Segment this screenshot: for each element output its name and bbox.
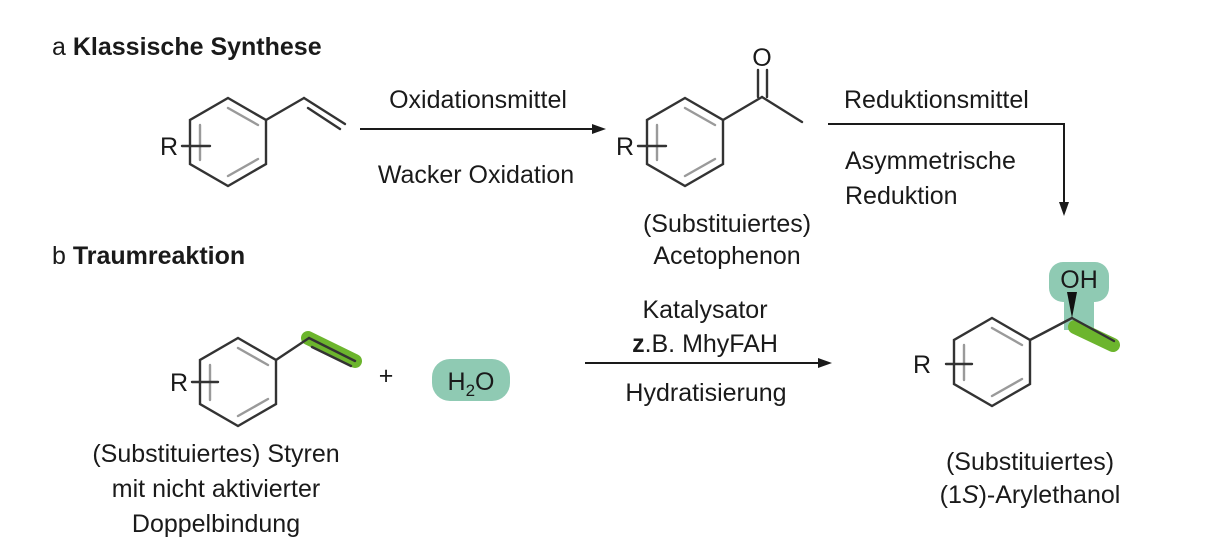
section-b-header: b Traumreaktion	[52, 242, 245, 270]
product-caption-2: (1S)-Arylethanol	[940, 481, 1121, 509]
product-c1-bond	[1028, 316, 1074, 342]
styrene-b-caption-1: (Substituiertes) Styren	[92, 440, 339, 468]
wedge-bond	[1067, 292, 1077, 318]
section-a-header: a Klassische Synthese	[52, 33, 322, 61]
acetophenone-o-label: O	[752, 44, 771, 72]
methyl-highlight	[1068, 320, 1120, 352]
acetophenone-caption-2: Acetophenon	[653, 242, 800, 270]
arrow-b-head	[818, 358, 832, 368]
styrene-b-double-bond	[310, 345, 353, 368]
styrene-a-double-bond	[306, 106, 342, 131]
reagent-reduktionsmittel: Reduktionsmittel	[844, 86, 1029, 114]
acetophenone-r-label: R	[616, 133, 634, 161]
styrene-b-caption-3: Doppelbindung	[132, 510, 300, 538]
styrene-a-vinyl-bond	[264, 96, 306, 122]
product-structure: OH R	[913, 262, 1120, 408]
product-r-label: R	[913, 351, 931, 379]
styrene-a-structure: R	[160, 96, 347, 188]
plus-sign: +	[379, 362, 394, 390]
water-highlight	[432, 359, 510, 401]
reaction-reduktion: Reduktion	[845, 182, 958, 210]
arrow-b	[585, 358, 832, 368]
product-caption-1: (Substituiertes)	[946, 448, 1114, 476]
arrow-a2	[828, 123, 1069, 216]
acetophenone-ring	[645, 96, 725, 188]
product-ring-inner	[962, 326, 1024, 398]
styrene-b-caption-2: mit nicht aktivierter	[112, 475, 320, 503]
reaction-asymmetrische: Asymmetrische	[845, 147, 1016, 175]
styrene-b-vinyl-bond	[307, 336, 357, 363]
styrene-b-r-label: R	[170, 369, 188, 397]
styrene-a-vinyl-bond	[302, 96, 347, 126]
reaction-wacker-oxidation: Wacker Oxidation	[378, 161, 574, 189]
enzyme-label: z.B. MhyFAH	[632, 330, 778, 358]
reagent-oxidationsmittel: Oxidationsmittel	[389, 86, 567, 114]
acetophenone-carbonyl-bond	[721, 95, 764, 122]
product-oh-label: OH	[1060, 266, 1098, 294]
acetophenone-methyl-bond	[760, 95, 804, 124]
arrow-a1-head	[592, 124, 606, 134]
arrow-a2-head	[1059, 202, 1069, 216]
reaction-hydratisierung: Hydratisierung	[625, 379, 786, 407]
styrene-a-ring	[188, 96, 268, 188]
styrene-a-r-label: R	[160, 133, 178, 161]
water-formula: H2O	[448, 368, 495, 400]
catalyst-label: Katalysator	[642, 296, 767, 324]
product-methyl-bond	[1070, 316, 1116, 343]
styrene-a-ring-inner	[198, 106, 260, 178]
acetophenone-caption-1: (Substituiertes)	[643, 210, 811, 238]
arrow-a2-line	[828, 123, 1065, 206]
styrene-b-vinyl-bond	[274, 336, 311, 362]
product-ring	[952, 316, 1032, 408]
styrene-b-structure: R	[170, 331, 362, 428]
arrow-a1	[360, 124, 606, 134]
acetophenone-ring-inner	[655, 106, 717, 178]
oh-highlight	[1049, 262, 1109, 302]
acetophenone-structure: O R	[616, 44, 804, 188]
